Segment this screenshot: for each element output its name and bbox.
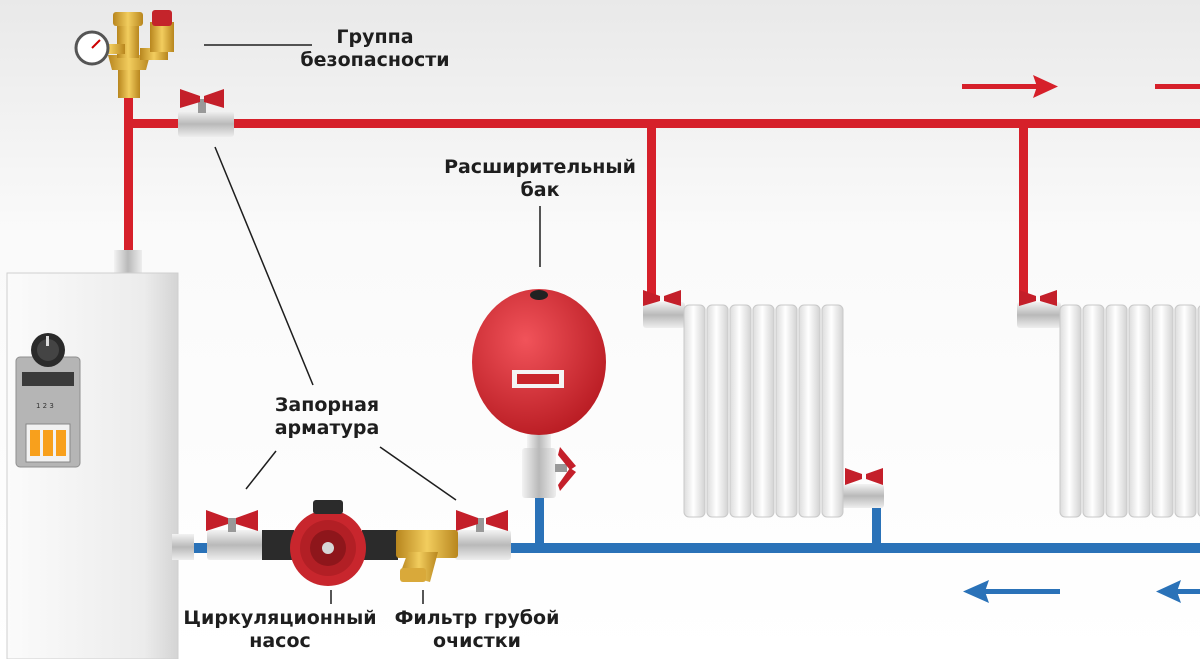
radiator-fin: [729, 304, 752, 518]
radiator-1-supply-valve: [643, 290, 685, 328]
return-flow-arrow: [963, 580, 1060, 603]
coarse-filter: [396, 530, 458, 582]
return-pipes: [180, 495, 1200, 553]
return-flow-arrow-2: [1156, 580, 1200, 603]
label-circulation-pump: Циркуляционный насос: [180, 607, 380, 653]
label-shutoff-valves-line1: Запорная: [274, 394, 380, 416]
radiator-fin: [821, 304, 844, 518]
supply-flow-arrow: [962, 75, 1058, 98]
label-coarse-filter-line2: очистки: [433, 630, 521, 652]
radiator-2: [1059, 304, 1200, 518]
label-safety-group-line1: Группа: [336, 26, 414, 48]
label-circulation-pump-line2: насос: [249, 630, 311, 652]
leader-lines: [204, 44, 541, 604]
safety-shutoff-valve: [178, 89, 234, 137]
radiator-fin: [1059, 304, 1082, 518]
pump-inlet-valve: [206, 510, 263, 560]
radiator-1-return-valve: [840, 468, 884, 508]
safety-group: [74, 10, 174, 98]
label-safety-group: Группа безопасности: [300, 26, 450, 72]
label-expansion-tank-line2: бак: [520, 179, 560, 201]
expansion-tank: [472, 289, 606, 450]
tank-valve: [522, 447, 576, 498]
label-coarse-filter: Фильтр грубой очистки: [392, 607, 562, 653]
circulation-pump: [262, 500, 398, 586]
radiator-fin: [1128, 304, 1151, 518]
radiator-fin: [1151, 304, 1174, 518]
radiator-fin: [798, 304, 821, 518]
supply-pipes: [124, 93, 1200, 307]
filter-outlet-valve: [455, 510, 511, 560]
radiator-fin: [683, 304, 706, 518]
label-shutoff-valves-line2: арматура: [274, 417, 380, 439]
supply-flow-arrow-2: [1155, 84, 1200, 89]
label-expansion-tank: Расширительный бак: [440, 156, 640, 202]
radiator-1: [683, 304, 844, 518]
svg-text:1 2 3: 1 2 3: [36, 402, 54, 410]
label-safety-group-line2: безопасности: [300, 49, 450, 71]
radiator-fin: [706, 304, 729, 518]
label-coarse-filter-line1: Фильтр грубой: [394, 607, 560, 629]
label-circulation-pump-line1: Циркуляционный: [183, 607, 377, 629]
radiator-fin: [775, 304, 798, 518]
radiator-fin: [1082, 304, 1105, 518]
radiator-fin: [1174, 304, 1197, 518]
radiator-fin: [752, 304, 775, 518]
label-shutoff-valves: Запорная арматура: [262, 394, 392, 440]
label-expansion-tank-line1: Расширительный: [444, 156, 636, 178]
radiator-fin: [1105, 304, 1128, 518]
electric-boiler: 1 2 3: [6, 250, 194, 659]
radiator-2-supply-valve: [1017, 290, 1061, 328]
